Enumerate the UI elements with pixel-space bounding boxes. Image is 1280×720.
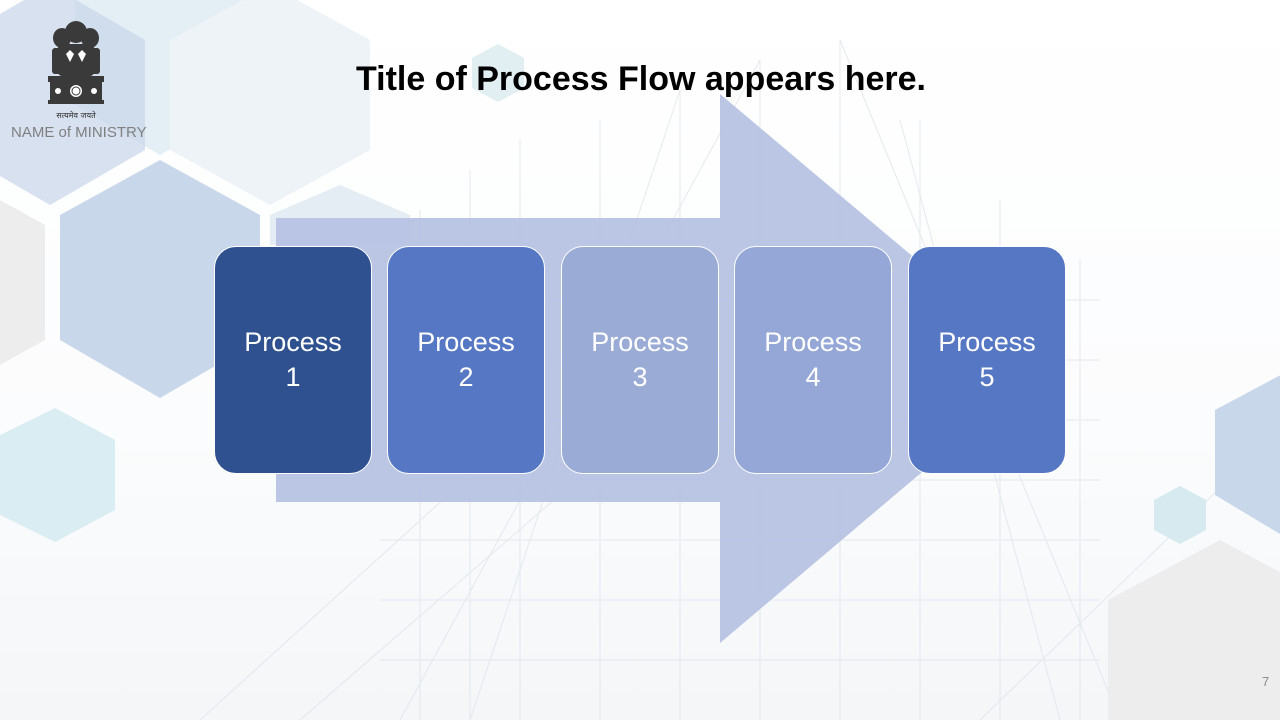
process-step-label: Process <box>417 327 515 357</box>
process-step-label: Process <box>244 327 342 357</box>
process-step-number: 5 <box>979 362 995 392</box>
page-number: 7 <box>1262 674 1270 689</box>
process-step-label: Process <box>591 327 689 357</box>
hex-shape <box>1154 486 1206 544</box>
process-step-label: Process <box>764 327 862 357</box>
ministry-name: NAME of MINISTRY <box>11 124 147 141</box>
process-step-1: Process 1 <box>214 246 372 474</box>
slide-title: Title of Process Flow appears here. <box>355 60 926 98</box>
hex-shape <box>140 0 210 10</box>
emblem-motto: सत्यमेव जयते <box>56 110 96 120</box>
hex-shape <box>1215 375 1280 534</box>
process-step-4: Process 4 <box>734 246 892 474</box>
hex-shape <box>1108 540 1280 720</box>
process-step-number: 2 <box>458 362 474 392</box>
process-step-number: 1 <box>285 362 301 392</box>
process-step-label: Process <box>938 327 1036 357</box>
hex-shape <box>472 44 524 102</box>
process-step-5: Process 5 <box>908 246 1066 474</box>
process-step-2: Process 2 <box>387 246 545 474</box>
national-emblem-logo: सत्यमेव जयते <box>48 21 104 120</box>
hex-shape <box>170 0 370 205</box>
process-step-number: 3 <box>632 362 648 392</box>
process-step-number: 4 <box>805 362 821 392</box>
hex-shape <box>0 200 45 365</box>
hex-shape <box>60 160 260 398</box>
hex-shape <box>0 408 115 542</box>
process-step-3: Process 3 <box>561 246 719 474</box>
